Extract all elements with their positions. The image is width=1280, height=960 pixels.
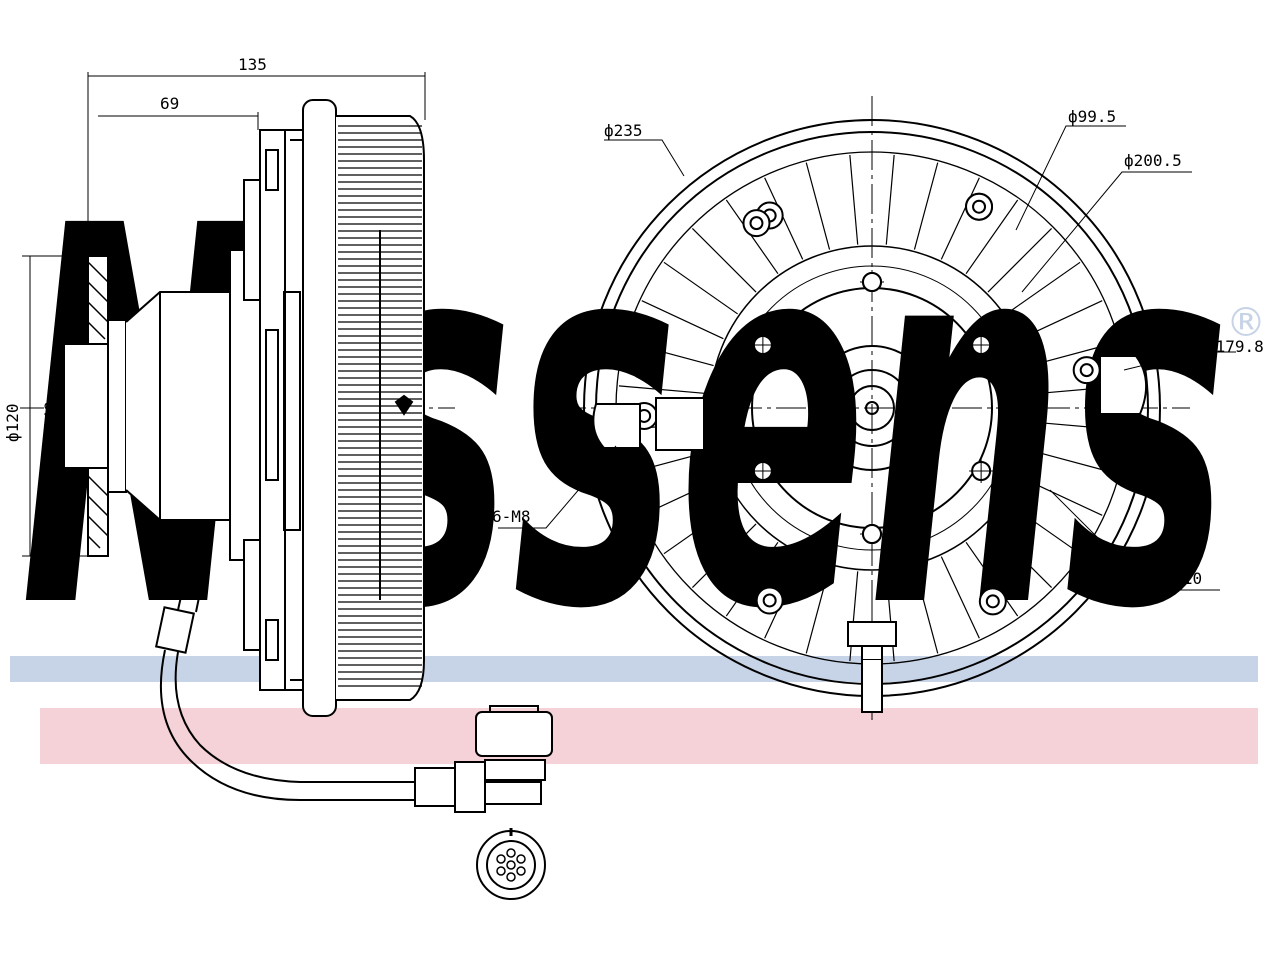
m10-bolt-hole <box>1079 363 1094 378</box>
spoke-line <box>618 385 709 395</box>
spoke-line <box>1020 300 1103 340</box>
speed-sensor <box>847 596 897 713</box>
left-clip-block <box>655 397 705 451</box>
spoke-line <box>965 199 1019 275</box>
m10-bolt-hole <box>972 199 987 214</box>
connector-pin <box>516 854 526 864</box>
spoke-line <box>725 199 779 275</box>
hub-pin <box>865 401 879 415</box>
spoke-line <box>1005 261 1081 315</box>
spoke-line <box>965 541 1019 617</box>
spoke-line <box>913 566 939 654</box>
dim-small-bolts: 6-M8 <box>492 507 531 526</box>
dim-inner-diameter: ф99.5 <box>1068 107 1116 126</box>
connector-pin <box>516 866 526 876</box>
spoke-line <box>885 154 895 245</box>
m8-hole-cross <box>750 459 775 483</box>
spoke-line <box>641 476 724 516</box>
m10-bolt-hole-ring <box>742 209 771 238</box>
m8-hole-cross <box>969 333 994 357</box>
spoke-line <box>691 227 757 293</box>
left-clip <box>592 403 641 449</box>
watermark-pink-band <box>40 708 1258 764</box>
spoke-line <box>987 523 1053 589</box>
clutch-body <box>229 129 311 691</box>
m8-bolt-holes <box>750 270 994 546</box>
right-clip <box>1099 355 1147 415</box>
connector-pin <box>496 854 506 864</box>
cooling-fins <box>338 125 422 687</box>
sensor-cable <box>154 519 415 801</box>
spoke-line <box>805 566 831 654</box>
m10-bolt-hole <box>762 593 777 608</box>
dim-overall-length: 135 <box>238 55 267 74</box>
hub <box>63 291 231 521</box>
front-leaders <box>498 125 1236 591</box>
spoke-line <box>663 261 739 315</box>
spoke-line <box>764 177 804 260</box>
spoke-line <box>1020 476 1103 516</box>
connector-pins <box>496 848 526 882</box>
spoke-line <box>940 177 980 260</box>
spoke-line <box>1005 501 1081 555</box>
spoke-line <box>1035 421 1126 431</box>
spoke-line <box>663 501 739 555</box>
spoke-line <box>764 556 804 639</box>
watermark-blue-band <box>10 656 1258 682</box>
spoke-line <box>1030 341 1118 367</box>
front-view <box>556 96 1190 720</box>
connector-pin <box>506 860 516 870</box>
spoke-line <box>641 300 724 340</box>
connector-pin <box>506 872 516 882</box>
m10-bolt-hole <box>985 594 1000 609</box>
connector-pin <box>506 848 516 858</box>
dim-hub-length: 69 <box>160 94 179 113</box>
spoke-line <box>940 556 980 639</box>
m10-bolt-hole <box>749 216 764 231</box>
spoke-line <box>913 162 939 250</box>
bolt-circle <box>729 265 1015 551</box>
connector-pinout-icon <box>476 828 546 900</box>
m8-hole-cross <box>969 459 994 483</box>
mount-lugs <box>630 192 1101 616</box>
centre-hole <box>862 272 882 292</box>
dim-bolt-circle-diameter: ф200.5 <box>1124 151 1182 170</box>
spoke-line <box>987 227 1053 293</box>
dim-mount-circle-diameter: ф179.8 <box>1206 337 1264 356</box>
m8-hole-cross <box>750 333 775 357</box>
spoke-line <box>1030 449 1118 475</box>
spoke-line <box>725 541 779 617</box>
spoke-line <box>626 449 714 475</box>
fin-housing <box>302 99 425 717</box>
dim-outer-diameter: ф235 <box>604 121 643 140</box>
side-view <box>20 72 553 900</box>
connector-plug <box>414 705 553 813</box>
dim-large-bolts: 6-M10 <box>1154 569 1202 588</box>
m10-bolt-hole-ring <box>978 587 1007 616</box>
spoke-line <box>626 341 714 367</box>
m10-bolt-hole-ring <box>965 192 994 221</box>
hub-core <box>849 385 895 431</box>
spoke-line <box>849 154 859 245</box>
centre-hole <box>862 524 882 544</box>
m10-bolt-hole-ring <box>1072 356 1101 385</box>
dim-flange-diameter: ф120 <box>3 403 22 442</box>
registered-mark: ® <box>1226 300 1266 346</box>
spoke-line <box>691 523 757 589</box>
m10-bolt-hole-ring <box>755 586 784 615</box>
side-dimension-lines <box>22 72 426 557</box>
connector-pin <box>496 866 506 876</box>
radial-spokes <box>618 154 1126 662</box>
fin-ring-inner <box>709 245 1035 571</box>
dim-hub-diameter: ф49 <box>41 401 60 430</box>
hub-mid <box>809 345 935 471</box>
hub-inner <box>833 369 911 447</box>
spoke-line <box>805 162 831 250</box>
